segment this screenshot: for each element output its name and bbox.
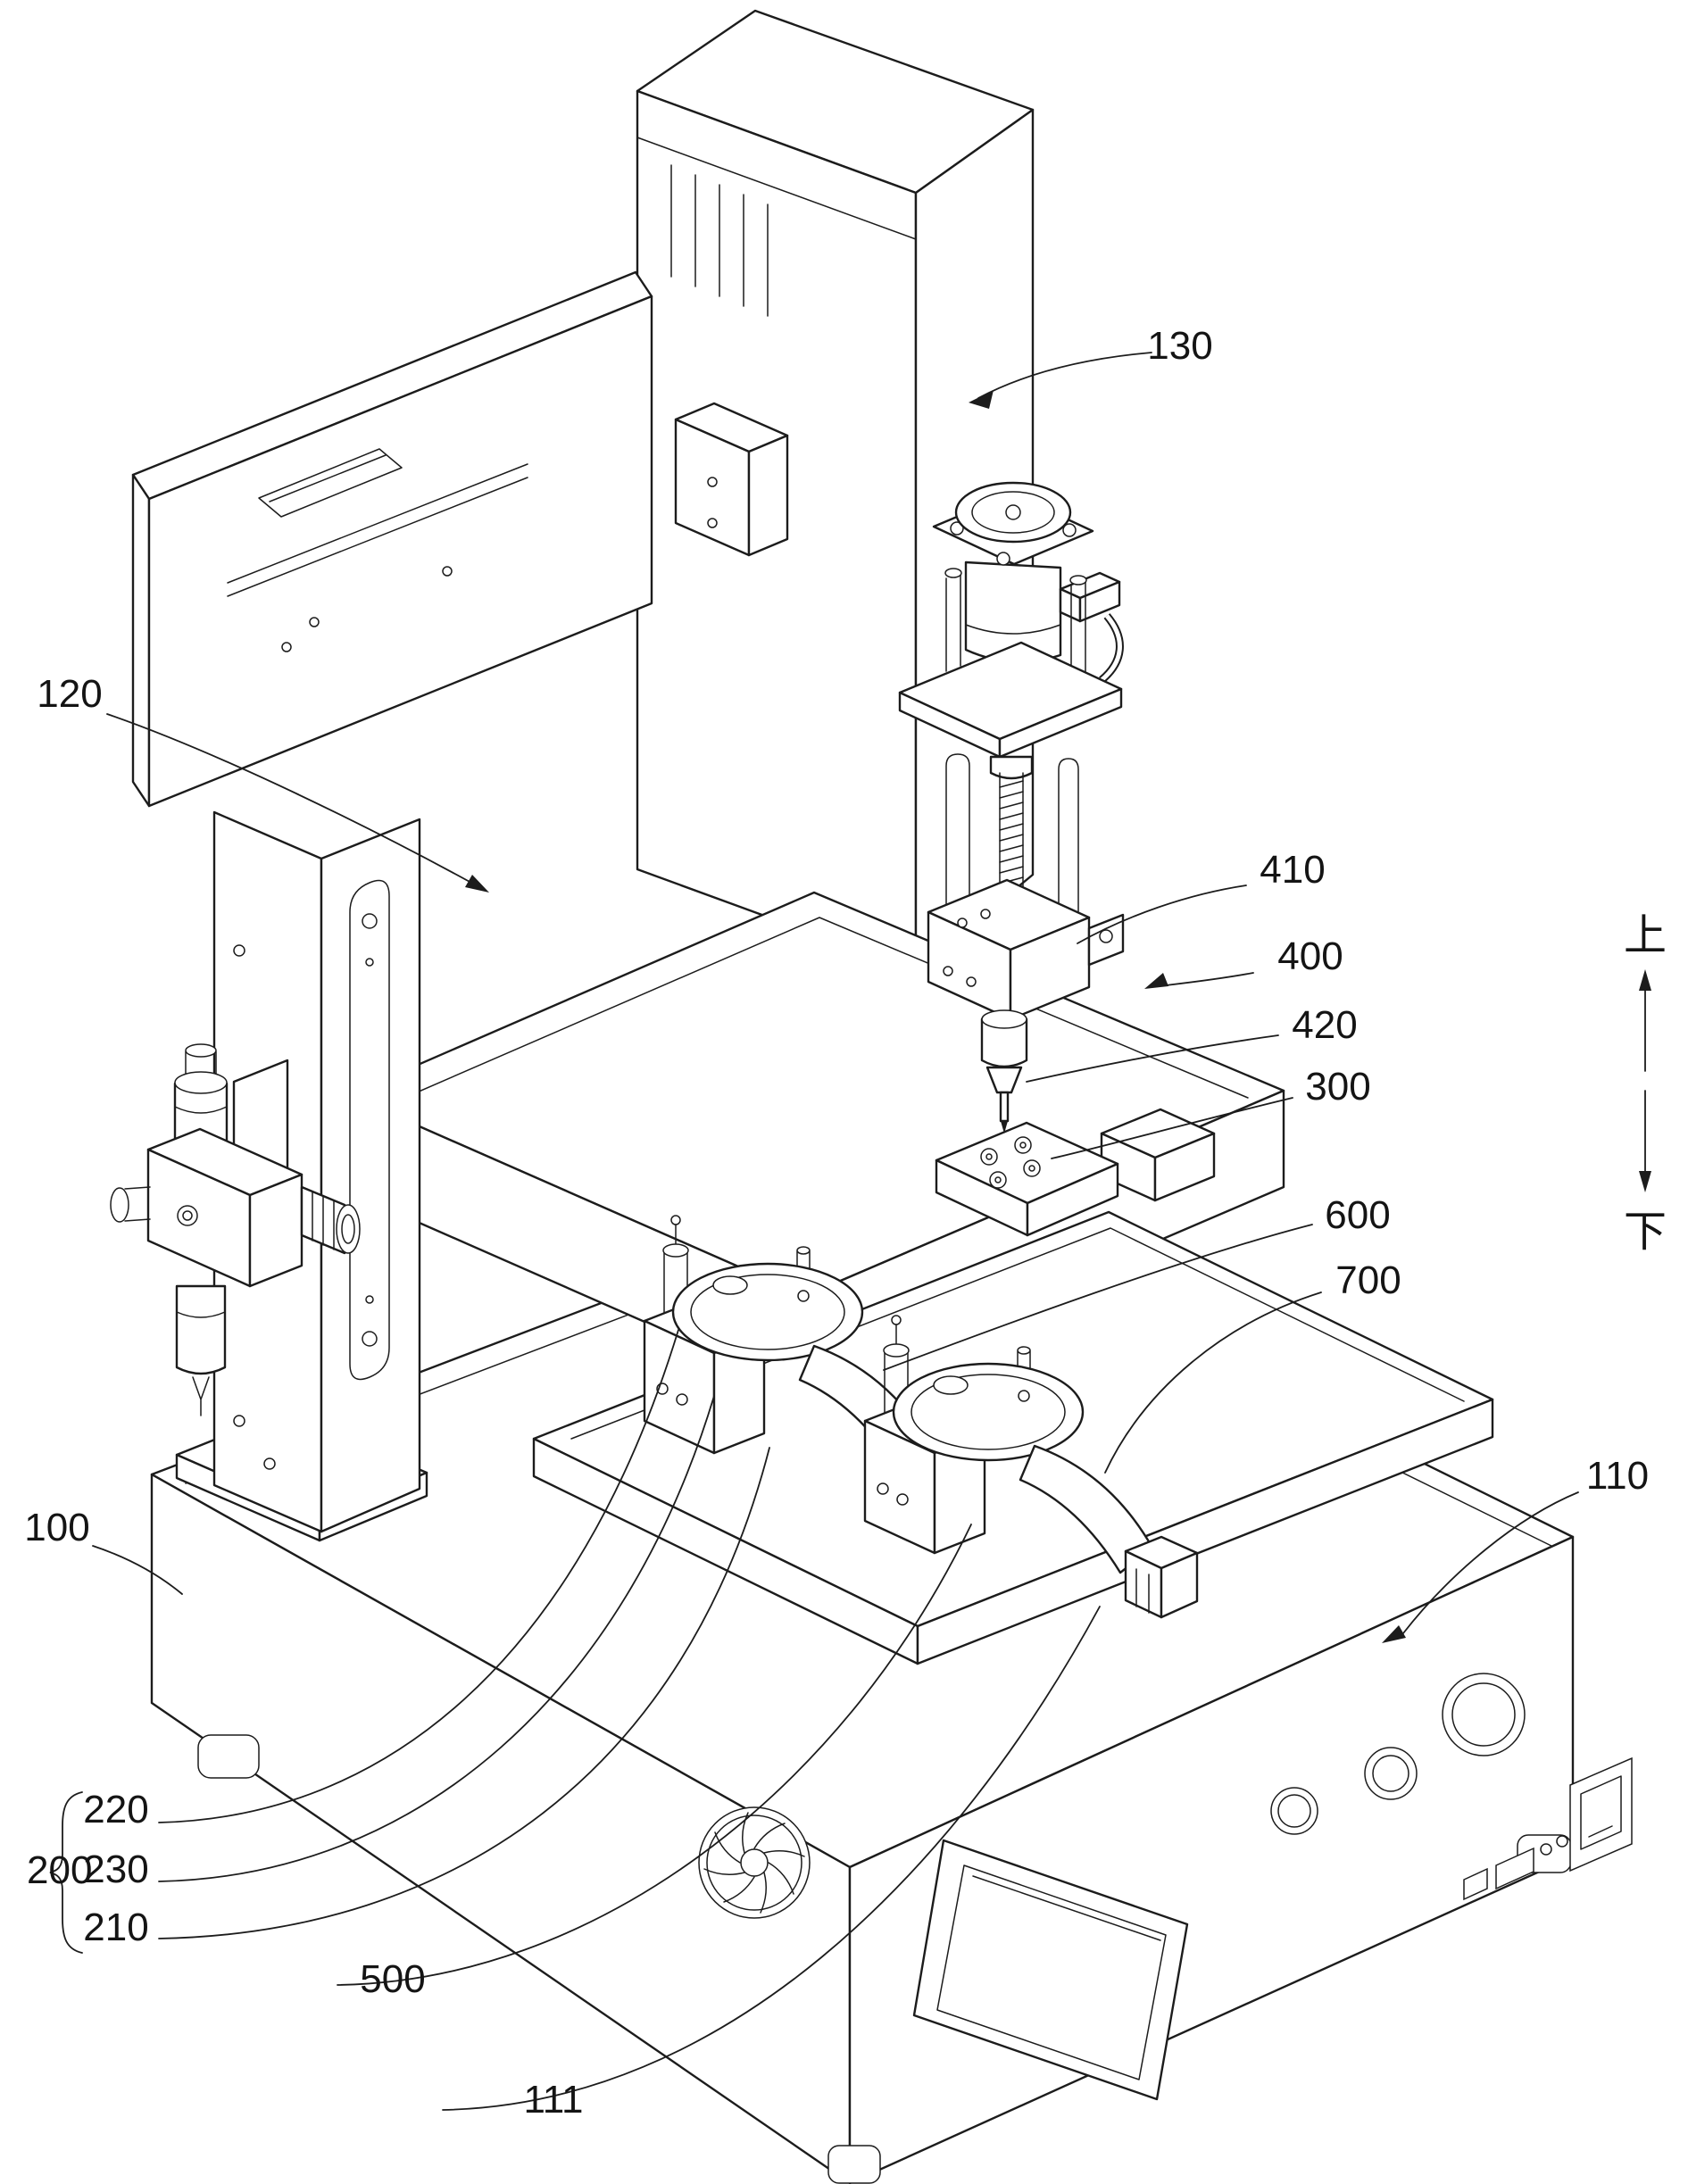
ref-label-110: 110 (1586, 1454, 1649, 1498)
ref-label-111: 111 (524, 2078, 584, 2122)
turntable (673, 1264, 862, 1360)
power-socket[interactable] (1570, 1758, 1632, 1871)
foot-front (828, 2146, 880, 2183)
regulator-knob[interactable] (111, 1188, 129, 1222)
foot-left (198, 1735, 259, 1778)
ref-label-220: 220 (83, 1788, 148, 1831)
ref-label-600: 600 (1325, 1193, 1390, 1237)
ref-label-130: 130 (1147, 324, 1212, 368)
air-cylinder-cap (663, 1244, 688, 1257)
ref-label-210: 210 (83, 1906, 148, 1949)
ref-label-700: 700 (1335, 1258, 1401, 1302)
x-axis-arm (133, 272, 652, 806)
filter-bowl (177, 1286, 225, 1374)
orientation-indicator: 上 下 (1624, 912, 1667, 1256)
ref-label-300: 300 (1305, 1065, 1370, 1109)
ref-label-120: 120 (37, 672, 102, 716)
arrowhead-400 (1144, 973, 1168, 989)
ref-label-420: 420 (1292, 1003, 1357, 1047)
turntable (894, 1364, 1083, 1460)
ref-label-230: 230 (83, 1848, 148, 1891)
arrow-down-icon (1639, 1171, 1651, 1192)
fan-grille (699, 1807, 810, 1918)
ref-label-100: 100 (24, 1506, 89, 1549)
orientation-up-label: 上 (1624, 912, 1667, 959)
emergency-stop-knob[interactable] (1443, 1673, 1525, 1756)
ref-label-500: 500 (360, 1957, 425, 2001)
ref-label-400: 400 (1277, 934, 1343, 978)
orientation-down-label: 下 (1624, 1208, 1667, 1256)
ref-label-410: 410 (1260, 848, 1325, 892)
leader-400 (1166, 973, 1253, 985)
arrow-up-icon (1639, 969, 1651, 991)
air-cylinder-cap (884, 1344, 909, 1357)
arrowhead-120 (465, 875, 489, 893)
